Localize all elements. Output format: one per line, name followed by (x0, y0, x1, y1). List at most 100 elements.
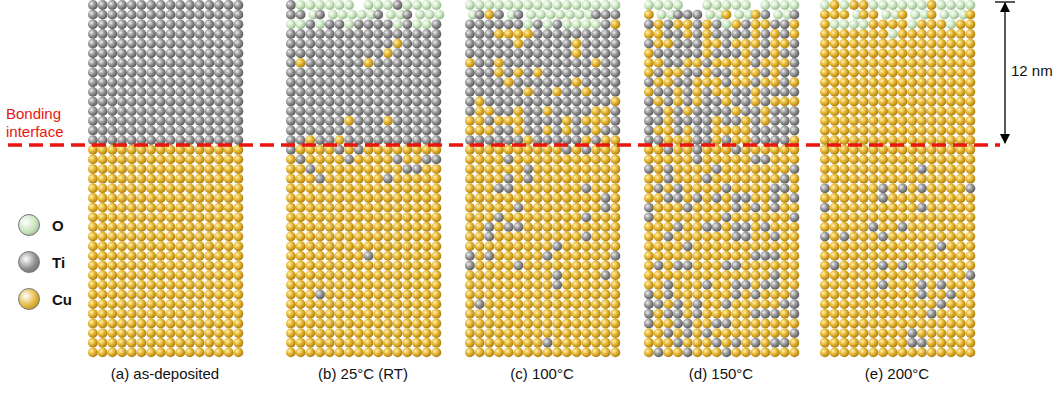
atom (432, 164, 442, 174)
atom (673, 116, 683, 126)
atom (98, 29, 108, 39)
atom (475, 212, 485, 222)
atom (581, 19, 591, 29)
atom (543, 29, 553, 39)
atom (107, 299, 117, 309)
atom (166, 29, 176, 39)
atom (127, 348, 137, 358)
atom (475, 126, 485, 136)
atom (494, 222, 504, 232)
atom (373, 222, 383, 232)
atom (195, 19, 205, 29)
atom (315, 270, 325, 280)
atom (683, 116, 693, 126)
atom (412, 58, 422, 68)
atom (335, 241, 345, 251)
atom (402, 174, 412, 184)
atom (514, 10, 524, 20)
atom (146, 290, 156, 300)
atom (98, 68, 108, 78)
atom (673, 106, 683, 116)
atom (137, 164, 147, 174)
atom (475, 155, 485, 165)
atom (601, 97, 611, 107)
atom (146, 116, 156, 126)
atom (683, 29, 693, 39)
atom (432, 309, 442, 319)
atom (296, 222, 306, 232)
atom (663, 97, 673, 107)
atom (611, 10, 621, 20)
atom (373, 212, 383, 222)
atom (722, 10, 732, 20)
atom (315, 106, 325, 116)
atom (286, 106, 296, 116)
atom (514, 106, 524, 116)
atom (117, 328, 127, 338)
atom (504, 203, 514, 213)
atom (373, 328, 383, 338)
atom (315, 309, 325, 319)
atom (751, 116, 761, 126)
atom (562, 116, 572, 126)
atom (722, 77, 732, 87)
atom (432, 280, 442, 290)
atom (533, 212, 543, 222)
atom (712, 0, 722, 10)
atom (335, 19, 345, 29)
atom (475, 241, 485, 251)
atom (393, 58, 403, 68)
atom (195, 290, 205, 300)
atom (432, 29, 442, 39)
atom (432, 338, 442, 348)
atom (373, 164, 383, 174)
atom (504, 309, 514, 319)
atom (175, 319, 185, 329)
atom (224, 299, 234, 309)
atom (214, 212, 224, 222)
atom (137, 193, 147, 203)
atom (484, 97, 494, 107)
atom (581, 319, 591, 329)
atom (354, 222, 364, 232)
atom (325, 183, 335, 193)
atom (514, 319, 524, 329)
atom (484, 155, 494, 165)
atom (315, 203, 325, 213)
atom (591, 309, 601, 319)
atom (504, 174, 514, 184)
atom (195, 183, 205, 193)
atom (780, 39, 790, 49)
atom (514, 348, 524, 358)
atom (465, 183, 475, 193)
atom (98, 290, 108, 300)
atom (98, 174, 108, 184)
atom (195, 241, 205, 251)
atom (315, 48, 325, 58)
atom (296, 183, 306, 193)
atom (383, 212, 393, 222)
atom (305, 309, 315, 319)
atom (175, 39, 185, 49)
atom (383, 183, 393, 193)
atom (683, 39, 693, 49)
atom (562, 183, 572, 193)
atom (286, 251, 296, 261)
atom (214, 290, 224, 300)
atom (156, 290, 166, 300)
atom (751, 10, 761, 20)
atom (234, 106, 244, 116)
atom (562, 106, 572, 116)
atom (127, 29, 137, 39)
atom (315, 116, 325, 126)
atom (214, 10, 224, 20)
atom (523, 280, 533, 290)
atom (611, 97, 621, 107)
atom (146, 193, 156, 203)
atom (296, 29, 306, 39)
atom (393, 116, 403, 126)
atom (185, 222, 195, 232)
atom (204, 39, 214, 49)
atom (572, 290, 582, 300)
atom (533, 241, 543, 251)
